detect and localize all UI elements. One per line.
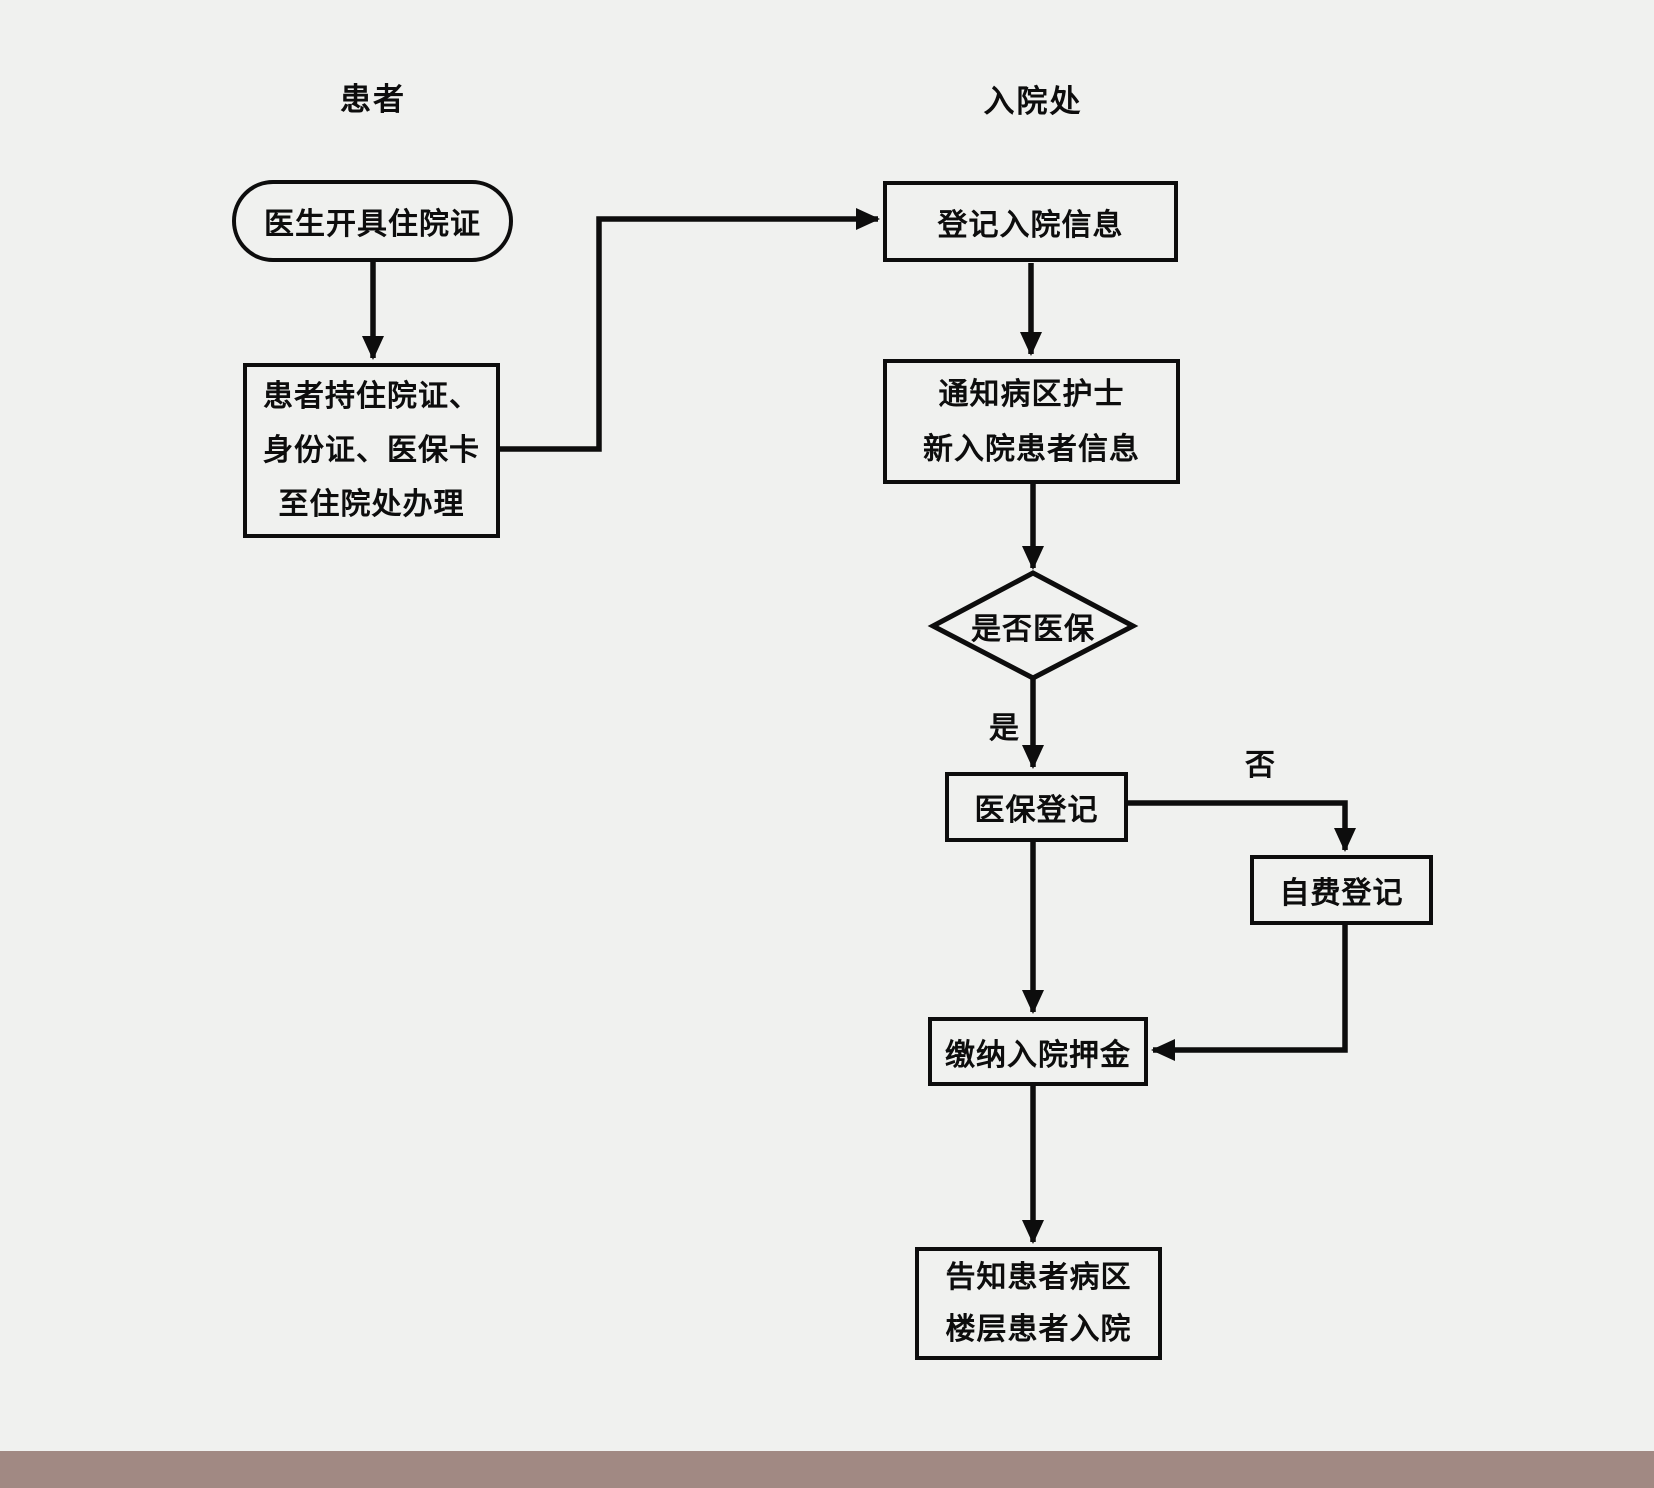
node-inform-ward-line1: 告知患者病区: [945, 1259, 1132, 1295]
node-notify-nurse-line1: 通知病区护士: [938, 376, 1125, 412]
edge-decision-no-to-selfpay-register: [1128, 800, 1356, 852]
node-bring-docs-line1: 患者持住院证、: [263, 378, 480, 414]
edge-selfpay-register-to-pay-deposit: [1151, 925, 1348, 1061]
node-insurance-register-label: 医保登记: [974, 793, 1099, 828]
edge-label-no: 否: [1245, 748, 1275, 783]
decision-diamond-shape: [927, 570, 1139, 681]
node-pay-deposit-label: 缴纳入院押金: [945, 1037, 1131, 1073]
lane-header-patient: 患者: [340, 82, 406, 118]
node-register-info-label: 登记入院信息: [937, 207, 1124, 243]
node-bring-docs-line3: 至住院处办理: [278, 486, 465, 522]
node-inform-ward: 告知患者病区 楼层患者入院: [915, 1247, 1162, 1360]
node-inform-ward-line2: 楼层患者入院: [945, 1311, 1132, 1347]
node-is-insured-label: 是否医保: [971, 611, 1095, 647]
node-start-label: 医生开具住院证: [264, 207, 481, 242]
node-pay-deposit: 缴纳入院押金: [928, 1017, 1148, 1086]
node-is-insured-decision: 是否医保: [933, 573, 1133, 678]
footer-accent-bar: [0, 1451, 1654, 1488]
node-register-info: 登记入院信息: [883, 181, 1178, 262]
node-bring-docs: 患者持住院证、 身份证、医保卡 至住院处办理: [243, 363, 500, 538]
node-notify-nurse-line2: 新入院患者信息: [923, 431, 1140, 467]
node-notify-nurse: 通知病区护士 新入院患者信息: [883, 359, 1180, 484]
node-selfpay-register: 自费登记: [1250, 855, 1433, 925]
node-bring-docs-line2: 身份证、医保卡: [263, 432, 480, 468]
node-start-terminator: 医生开具住院证: [232, 180, 513, 262]
lane-header-admission: 入院处: [983, 84, 1083, 120]
edge-bring-docs-to-register-info: [500, 208, 880, 452]
node-insurance-register: 医保登记: [945, 772, 1128, 842]
edge-label-yes: 是: [989, 711, 1019, 746]
node-selfpay-register-label: 自费登记: [1279, 876, 1404, 911]
